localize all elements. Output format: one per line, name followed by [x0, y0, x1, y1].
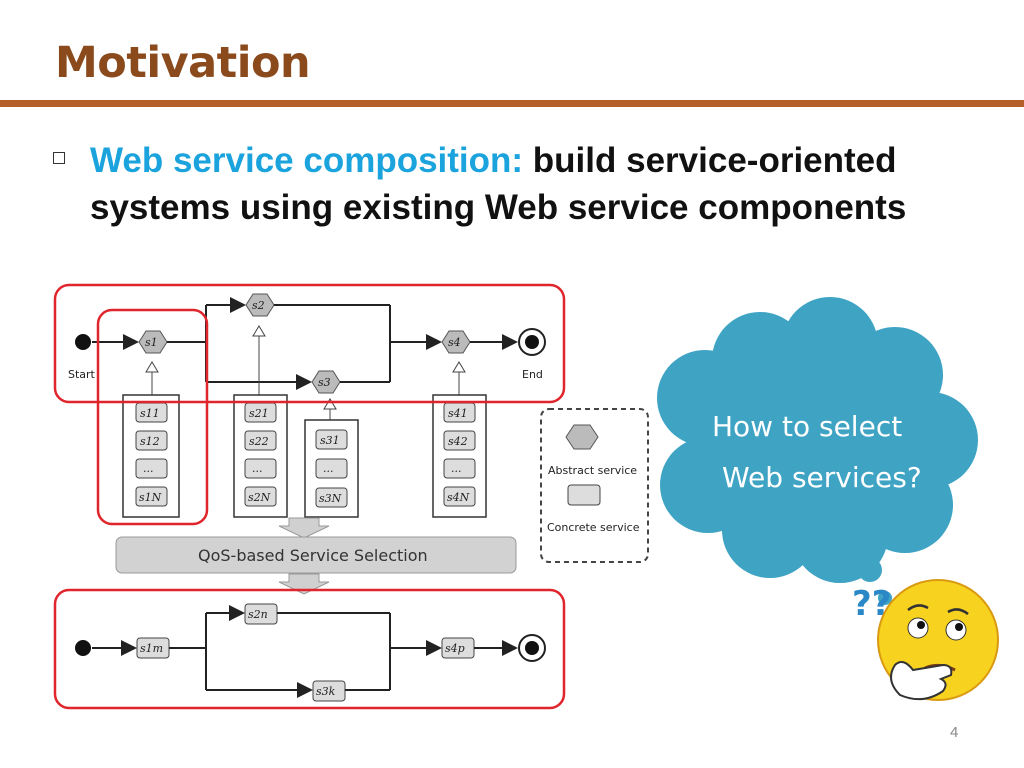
start-label: Start: [68, 368, 96, 381]
legend-abstract-label: Abstract service: [548, 464, 637, 477]
highlight-boxes: [53, 283, 566, 710]
selected-s3k: s3k: [316, 685, 336, 698]
slide-title: Motivation: [55, 38, 311, 88]
abstract-service-s2: s2: [245, 293, 275, 317]
start-node: [75, 334, 91, 350]
realization-arrows: [145, 325, 466, 420]
candidate-s31: s31: [320, 434, 340, 447]
end-label: End: [522, 368, 543, 381]
candidate-ellipsis-1: ...: [143, 462, 154, 475]
candidate-s11: s11: [140, 407, 160, 420]
selection-label: QoS-based Service Selection: [198, 546, 428, 565]
abstract-service-s4: s4: [441, 330, 471, 354]
candidate-column-1: s11 s12 ... s1N: [122, 394, 180, 518]
candidate-ellipsis-2: ...: [252, 462, 263, 475]
selected-s4p: s4p: [445, 642, 465, 655]
candidate-s42: s42: [448, 435, 468, 448]
thought-cloud: How to select Web services?: [657, 297, 978, 605]
title-divider: [0, 100, 1024, 107]
candidate-s4N: s4N: [447, 491, 470, 504]
candidate-s21: s21: [249, 407, 269, 420]
candidate-column-4: s41 s42 ... s4N: [432, 394, 487, 518]
bullet-text: Web service composition: build service-o…: [90, 137, 970, 231]
candidate-s12: s12: [140, 435, 160, 448]
selected-s1m: s1m: [140, 642, 163, 655]
legend: Abstract service Concrete service: [540, 408, 649, 563]
end-node: [518, 328, 546, 356]
abstract-service-s3: s3: [311, 370, 341, 394]
concrete-workflow: s1m s2n s3k s4p: [75, 603, 546, 702]
s4-label: s4: [448, 336, 461, 349]
s2-label: s2: [252, 299, 265, 312]
page-number: 4: [950, 724, 959, 741]
service-composition-diagram: Start s1 s2 s3 s4 End: [53, 283, 999, 710]
highlight-abstract-workflow: [53, 283, 566, 404]
candidate-s22: s22: [249, 435, 269, 448]
abstract-service-s1: s1: [138, 330, 168, 354]
legend-concrete-icon: [567, 484, 601, 506]
bullet-square-icon: [53, 152, 65, 164]
thinking-face-icon: ??: [852, 579, 999, 701]
cloud-text-line2: Web services?: [722, 461, 922, 494]
candidate-ellipsis-3: ...: [323, 462, 334, 475]
highlight-candidate-column: [96, 308, 209, 526]
highlight-concrete-workflow: [53, 588, 566, 710]
candidate-s2N: s2N: [248, 491, 271, 504]
candidate-s3N: s3N: [319, 492, 342, 505]
candidate-s41: s41: [448, 407, 468, 420]
candidate-ellipsis-4: ...: [451, 462, 462, 475]
s3-label: s3: [318, 376, 331, 389]
cloud-text-line1: How to select: [712, 410, 902, 443]
bullet-term: Web service composition:: [90, 141, 524, 180]
legend-concrete-label: Concrete service: [547, 521, 640, 534]
bullet-description: build service-oriented systems using exi…: [90, 141, 907, 227]
abstract-workflow: Start s1 s2 s3 s4 End: [68, 293, 546, 394]
selected-s2n: s2n: [248, 608, 268, 621]
candidate-s1N: s1N: [139, 491, 162, 504]
candidate-column-3: s31 ... s3N: [304, 419, 359, 518]
candidate-column-2: s21 s22 ... s2N: [233, 394, 288, 518]
s1-label: s1: [145, 336, 158, 349]
selection-step: QoS-based Service Selection: [115, 517, 517, 595]
legend-abstract-icon: [565, 424, 599, 450]
